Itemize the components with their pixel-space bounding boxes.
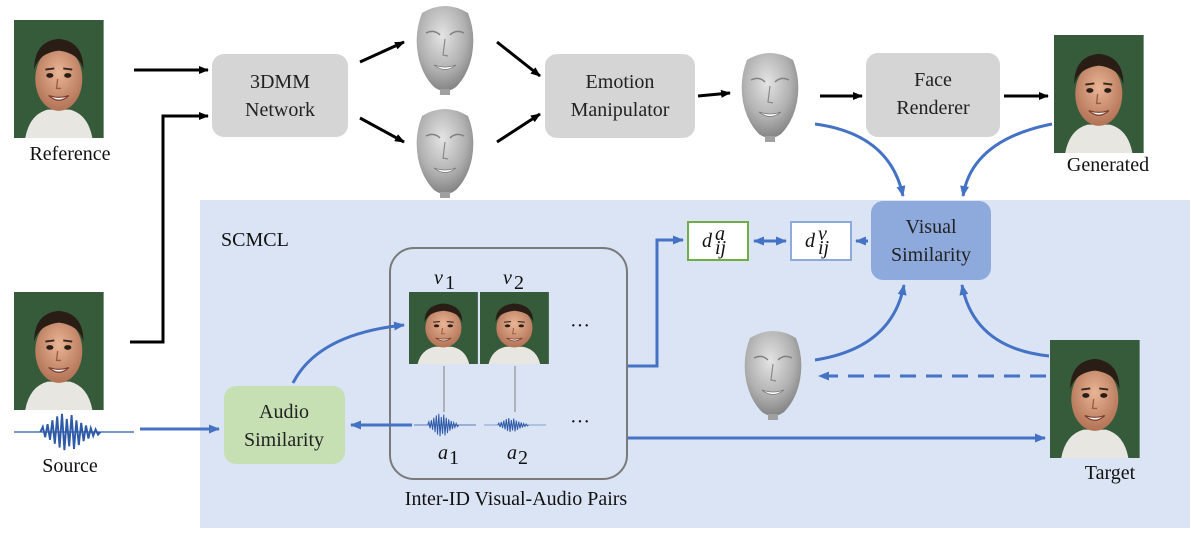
mesh-head-manipulated [740,52,800,143]
a2-label: a [507,442,517,464]
ellipsis-bottom: ··· [570,411,590,433]
d-ij-v-sub: ij [818,237,830,259]
a2-sub: 2 [518,447,528,469]
generated-face-image [1053,34,1145,154]
generated-label: Generated [1067,154,1149,176]
renderer-line1: Face [914,69,952,91]
inter-id-pairs-container [389,247,628,480]
d-ij-v-box [790,221,852,261]
ellipsis-top: ··· [570,315,590,337]
v2-face-image [479,291,550,365]
source-label: Source [42,455,98,477]
d-ij-v-sup: v [818,223,827,245]
d-ij-v-symbol: d [805,230,816,252]
arrow-emotion-to-mesh [697,89,731,98]
d-ij-a-sub: ij [715,237,727,259]
inter-id-pairs-caption: Inter-ID Visual-Audio Pairs [405,488,628,510]
a1-sub: 1 [449,447,459,469]
visual-similarity-block [871,201,991,280]
arrow-target-mesh-to-visual-similarity [814,284,907,362]
visual-line2: Similarity [891,244,971,266]
arrow-source-to-3dmm [130,112,209,344]
d-ij-a-box [687,221,749,261]
arrow-3dmm-to-mesh-bottom [359,116,405,144]
d-ij-a-symbol: d [702,230,713,252]
audio-line2: Similarity [244,429,324,451]
v1-face-image [408,291,479,365]
audio-similarity-block [224,386,345,464]
a1-label: a [438,442,448,464]
audio-line1: Audio [259,401,309,423]
emotion-line1: Emotion [586,71,655,93]
emotion-line2: Manipulator [571,99,670,121]
visual-line1: Visual [905,216,956,238]
reference-face-image [13,19,105,139]
arrow-mesh-bottom-to-emotion [496,112,541,144]
arrow-mesh-to-visual-similarity [814,122,906,197]
v1-sub: 1 [445,272,455,294]
arrow-target-to-visual-similarity [959,284,1050,358]
mesh-head-bottom [415,108,475,199]
reference-label: Reference [29,143,110,165]
v2-sub: 2 [514,272,524,294]
3dmm-line1: 3DMM [250,71,310,93]
source-face-image [13,291,105,411]
arrow-mesh-top-to-emotion [496,40,541,78]
arrow-generated-to-visual-similarity [960,122,1053,197]
v1-label: v [434,267,443,289]
3dmm-network-block [212,54,348,137]
source-waveform [12,412,136,452]
renderer-line2: Renderer [896,97,970,119]
d-ij-a-sup: a [715,223,725,245]
v2-label: v [503,267,512,289]
arrow-pairs-to-d-a [628,235,684,368]
target-face-image [1049,339,1141,459]
3dmm-line2: Network [245,99,315,121]
arrow-audio-similarity-to-v1 [291,321,405,384]
target-label: Target [1085,462,1136,484]
face-renderer-block [866,53,1000,137]
scmcl-label: SCMCL [221,229,289,251]
mesh-head-top [415,5,475,96]
arrow-3dmm-to-mesh-top [359,40,405,64]
emotion-manipulator-block [545,54,695,138]
